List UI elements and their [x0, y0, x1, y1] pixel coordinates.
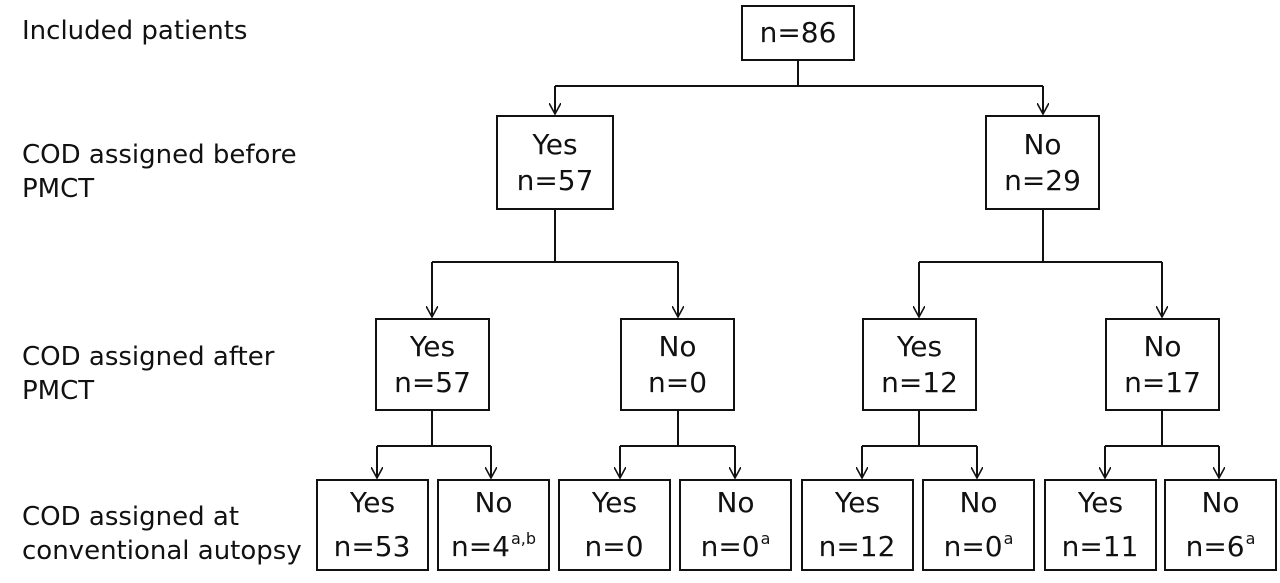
connector-before-no	[919, 209, 1162, 263]
row-label-autopsy-line2: conventional autopsy	[22, 536, 302, 566]
node-label: Yes	[409, 329, 456, 363]
node-before-no: No n=29	[985, 115, 1100, 210]
node-count: n=12	[881, 365, 958, 399]
node-count-value: n=6	[1185, 530, 1245, 563]
node-count: n=4a,b	[451, 521, 536, 565]
node-label: Yes	[1077, 486, 1124, 519]
node-count: n=17	[1124, 365, 1201, 399]
node-after-yes-no: No n=0	[620, 318, 735, 411]
node-count-value: n=0	[943, 530, 1003, 563]
connector-after-yes-no	[620, 410, 735, 447]
node-autopsy-1: Yes n=53	[316, 479, 429, 571]
connector-after-no-yes	[862, 410, 977, 447]
node-label: No	[658, 329, 697, 363]
connector-after-yes-yes	[377, 410, 491, 447]
node-label: Yes	[591, 486, 638, 519]
node-count-value: n=0	[700, 530, 760, 563]
node-after-no-yes: Yes n=12	[862, 318, 977, 411]
node-count: n=12	[819, 521, 897, 565]
node-count-value: n=53	[333, 530, 411, 563]
node-footnote: a	[1003, 529, 1014, 548]
node-footnote: a	[760, 529, 771, 548]
node-autopsy-7: Yes n=11	[1044, 479, 1157, 571]
row-label-after-line1: COD assigned after	[22, 342, 275, 372]
node-count-value: n=11	[1061, 530, 1139, 563]
node-count: n=0	[584, 521, 644, 565]
node-footnote: a,b	[510, 529, 537, 548]
node-autopsy-8: No n=6a	[1164, 479, 1277, 571]
node-autopsy-2: No n=4a,b	[437, 479, 550, 571]
node-root: n=86	[741, 5, 855, 61]
node-count: n=0a	[944, 521, 1014, 565]
node-label: No	[1143, 329, 1182, 363]
node-after-yes-yes: Yes n=57	[375, 318, 490, 411]
connector-after-no-no	[1105, 410, 1219, 447]
connector-root	[555, 60, 1043, 87]
node-autopsy-4: No n=0a	[679, 479, 792, 571]
node-autopsy-6: No n=0a	[922, 479, 1035, 571]
node-label: Yes	[834, 486, 881, 519]
node-label: No	[474, 486, 513, 519]
node-count-value: n=12	[818, 530, 896, 563]
node-root-count: n=86	[759, 16, 837, 49]
row-label-autopsy-line1: COD assigned at	[22, 502, 240, 532]
node-count-value: n=0	[584, 530, 644, 563]
node-count: n=29	[1004, 163, 1081, 197]
node-count: n=57	[516, 163, 594, 197]
node-autopsy-5: Yes n=12	[801, 479, 914, 571]
connector-before-yes	[432, 209, 678, 263]
row-label-included-text: Included patients	[22, 16, 248, 46]
node-footnote: a	[1245, 529, 1256, 548]
node-count: n=11	[1062, 521, 1140, 565]
node-count-value: n=4	[450, 530, 510, 563]
row-label-before-line1: COD assigned before	[22, 140, 297, 170]
row-label-before: COD assigned before PMCT	[22, 138, 297, 206]
node-before-yes: Yes n=57	[496, 115, 614, 210]
node-count: n=53	[334, 521, 412, 565]
node-label: No	[1201, 486, 1240, 519]
node-after-no-no: No n=17	[1105, 318, 1220, 411]
node-autopsy-3: Yes n=0	[558, 479, 671, 571]
node-label: No	[1023, 127, 1062, 161]
node-label: Yes	[349, 486, 396, 519]
node-label: No	[716, 486, 755, 519]
node-count: n=6a	[1186, 521, 1256, 565]
row-label-autopsy: COD assigned at conventional autopsy	[22, 500, 302, 568]
node-label: Yes	[896, 329, 943, 363]
node-label: Yes	[532, 127, 578, 161]
row-label-after-line2: PMCT	[22, 376, 95, 406]
node-count: n=0a	[701, 521, 771, 565]
node-label: No	[959, 486, 998, 519]
row-label-after: COD assigned after PMCT	[22, 340, 274, 408]
row-label-included: Included patients	[22, 14, 247, 48]
node-count: n=0	[647, 365, 708, 399]
row-label-before-line2: PMCT	[22, 174, 95, 204]
node-count: n=57	[394, 365, 471, 399]
